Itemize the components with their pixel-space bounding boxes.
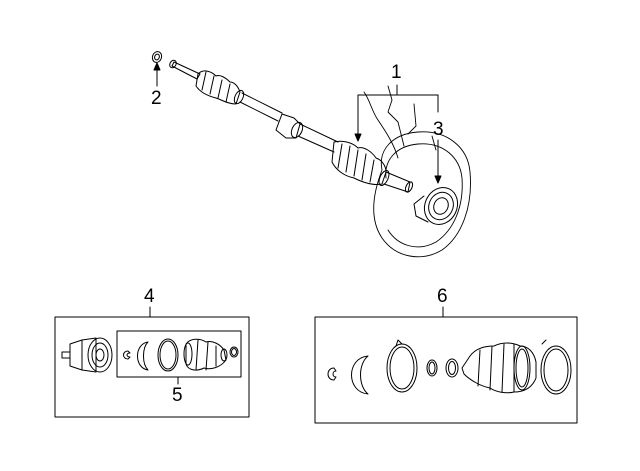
callout-1: 1 (391, 62, 402, 83)
hub-bearing-part-3 (413, 187, 459, 225)
kit-box-part-6 (314, 306, 578, 424)
inner-joint-housing (61, 337, 113, 373)
small-boot-clamp (229, 346, 239, 358)
circlip-part-2 (151, 51, 163, 63)
callout-3: 3 (433, 119, 444, 140)
outer-clip (327, 367, 337, 381)
outer-snap-ring (351, 355, 369, 395)
callout-2: 2 (151, 88, 162, 109)
inner-boot (183, 338, 228, 371)
outer-boot (461, 342, 537, 394)
boot-clamp-ring (157, 338, 179, 372)
large-boot-clamp (386, 339, 418, 393)
arrow-callout-3 (434, 139, 442, 184)
callout-4: 4 (144, 286, 155, 307)
callout-5: 5 (172, 385, 183, 406)
snap-ring (137, 341, 149, 371)
outer-end-clamp (540, 339, 572, 395)
brake-rotor (363, 85, 471, 258)
axle-shaft (169, 59, 414, 193)
kit-box-part-4 (54, 306, 250, 418)
callout-6: 6 (437, 286, 448, 307)
small-clip (123, 350, 131, 360)
small-clamps (426, 358, 459, 378)
arrow-callout-2 (153, 62, 161, 87)
leader-callout-1 (354, 84, 439, 142)
